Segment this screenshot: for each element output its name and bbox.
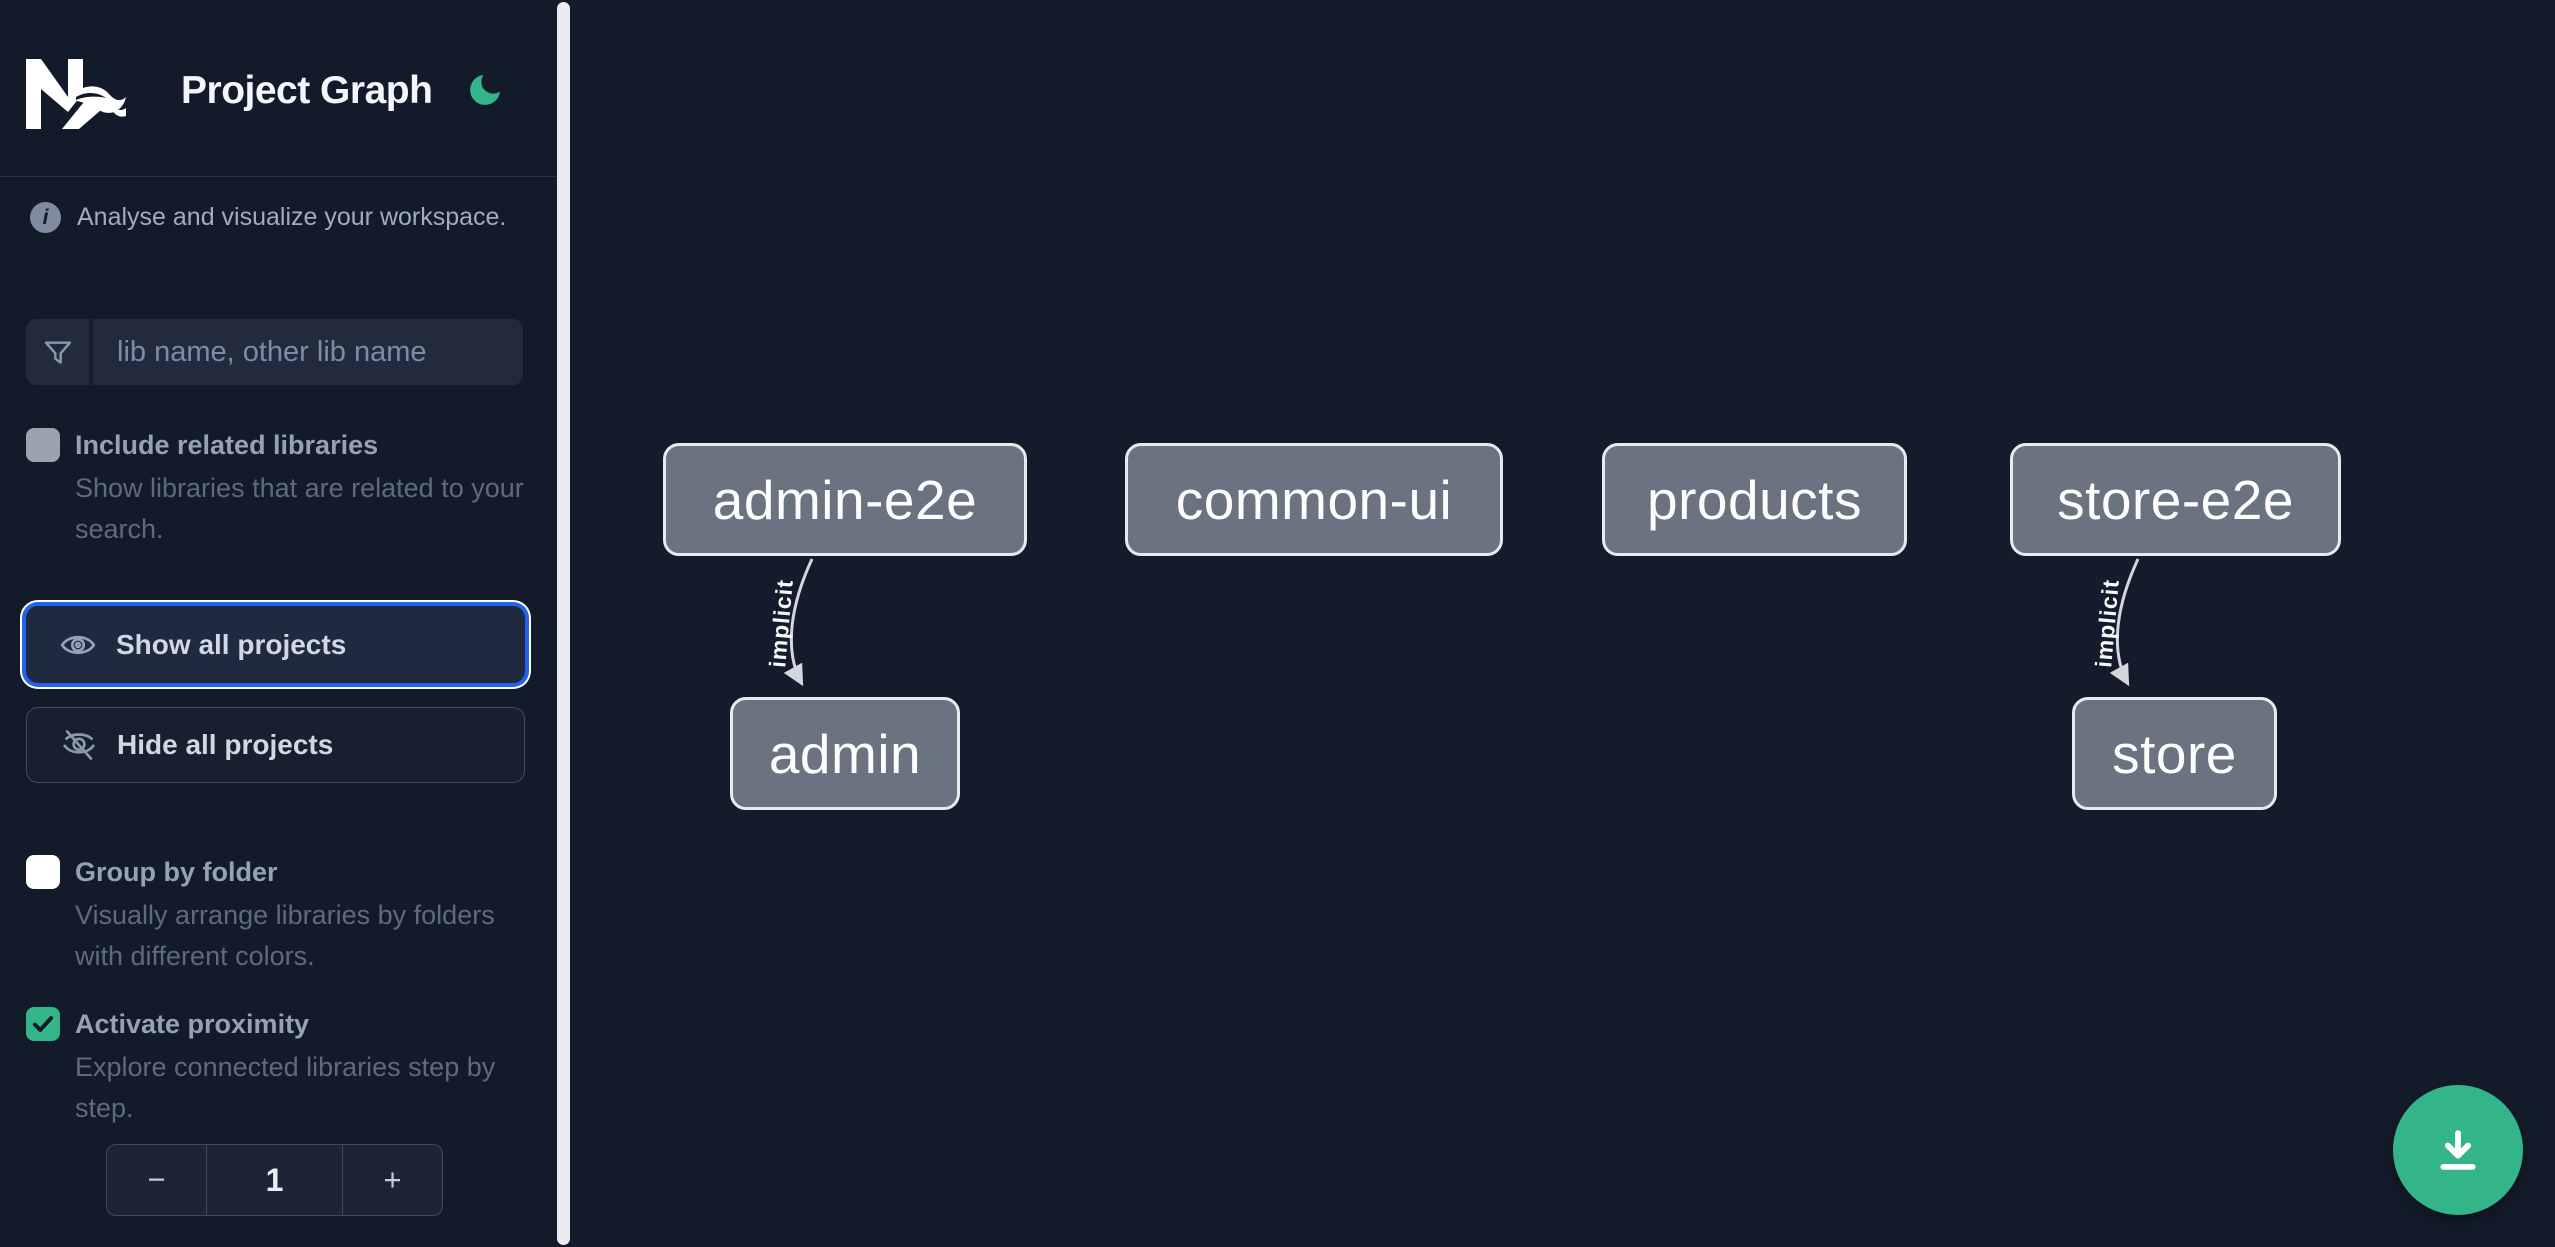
edge-label-implicit: implicit bbox=[2090, 578, 2124, 668]
eye-icon bbox=[60, 635, 96, 654]
graph-node-admin[interactable]: admin bbox=[730, 697, 960, 810]
sidebar-header: Project Graph bbox=[0, 0, 557, 177]
checkbox-group-by-folder[interactable] bbox=[26, 855, 60, 889]
option-group-by-folder: Group by folder Visually arrange librari… bbox=[26, 854, 526, 977]
edge-label-implicit: implicit bbox=[764, 578, 798, 668]
option-description: Visually arrange libraries by folders wi… bbox=[75, 900, 495, 971]
option-description: Explore connected libraries step by step… bbox=[75, 1052, 496, 1123]
stepper-value: 1 bbox=[265, 1161, 284, 1198]
graph-node-store-e2e[interactable]: store-e2e bbox=[2010, 443, 2341, 556]
option-description: Show libraries that are related to your … bbox=[75, 473, 524, 544]
moon-icon bbox=[470, 74, 500, 105]
graph-node-store[interactable]: store bbox=[2072, 697, 2277, 810]
checkbox-activate-proximity[interactable] bbox=[26, 1007, 60, 1041]
graph-canvas[interactable]: implicit implicit admin-e2e common-ui pr… bbox=[571, 0, 2555, 1247]
workspace-tagline: Analyse and visualize your workspace. bbox=[77, 203, 507, 231]
download-icon bbox=[2440, 1130, 2476, 1170]
eye-off-icon bbox=[63, 730, 95, 760]
page-title: Project Graph bbox=[181, 69, 433, 112]
show-all-projects-label: Show all projects bbox=[116, 628, 347, 660]
option-label: Activate proximity bbox=[75, 1009, 310, 1039]
graph-edges: implicit implicit bbox=[764, 558, 2140, 687]
edge-admin-e2e-to-admin bbox=[783, 558, 814, 687]
download-button[interactable] bbox=[2393, 1085, 2523, 1215]
increment-button[interactable]: + bbox=[342, 1145, 442, 1215]
graph-node-admin-e2e[interactable]: admin-e2e bbox=[663, 443, 1027, 556]
show-all-projects-button[interactable]: Show all projects bbox=[26, 606, 525, 683]
decrement-button[interactable]: − bbox=[107, 1145, 207, 1215]
checkbox-include-related[interactable] bbox=[26, 428, 60, 462]
filter-bar bbox=[26, 319, 523, 385]
hide-all-projects-button[interactable]: Hide all projects bbox=[26, 707, 525, 783]
hide-all-projects-label: Hide all projects bbox=[117, 729, 334, 760]
filter-icon bbox=[26, 319, 93, 385]
nx-logo bbox=[26, 59, 126, 129]
option-label: Group by folder bbox=[75, 857, 278, 887]
graph-node-products[interactable]: products bbox=[1602, 443, 1907, 556]
option-activate-proximity: Activate proximity Explore connected lib… bbox=[26, 1006, 526, 1129]
info-icon: i bbox=[30, 202, 61, 233]
search-input[interactable] bbox=[93, 319, 523, 385]
check-icon bbox=[32, 1016, 54, 1032]
sidebar: Project Graph i Analyse and visualize yo… bbox=[0, 0, 571, 1247]
edge-store-e2e-to-store bbox=[2109, 558, 2140, 687]
proximity-stepper: − 1 + bbox=[106, 1144, 443, 1216]
option-include-related: Include related libraries Show libraries… bbox=[26, 427, 526, 550]
graph-node-common-ui[interactable]: common-ui bbox=[1125, 443, 1503, 556]
workspace-tagline-row: i Analyse and visualize your workspace. bbox=[30, 202, 540, 233]
option-label: Include related libraries bbox=[75, 430, 379, 460]
theme-toggle-button[interactable] bbox=[462, 68, 508, 114]
sidebar-scrollbar[interactable] bbox=[557, 2, 570, 1245]
